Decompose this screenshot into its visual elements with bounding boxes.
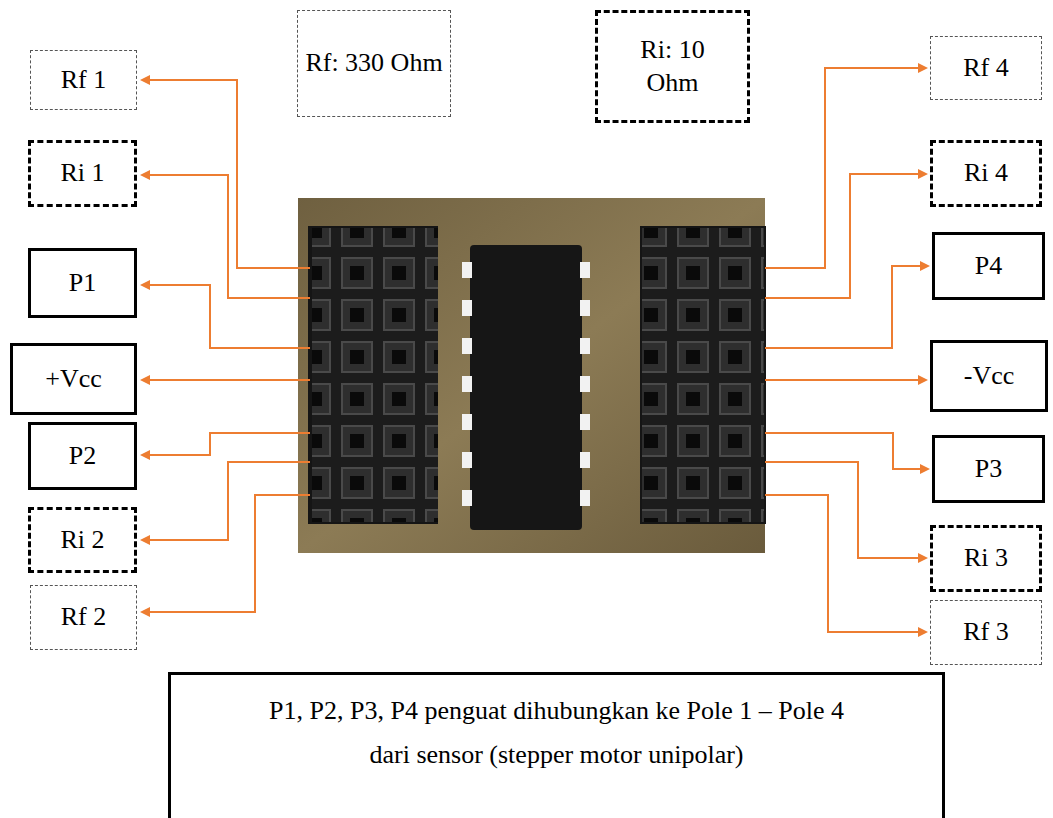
label-text: P2	[69, 440, 96, 473]
label-text: P4	[975, 250, 1002, 283]
label-text: Ri 2	[60, 524, 104, 557]
label-text: -Vcc	[964, 360, 1015, 393]
pole-label-box: P2	[28, 422, 137, 490]
label-text: Rf: 330 Ohm	[305, 47, 442, 80]
header-socket-holes	[312, 228, 438, 522]
value-note-box: Rf: 330 Ohm	[297, 10, 451, 117]
resistor-label-box: Ri 4	[930, 140, 1042, 207]
label-text: Ri 4	[964, 157, 1008, 190]
value-note-box: Ri: 10 Ohm	[595, 10, 750, 123]
header-socket-holes	[642, 228, 764, 522]
label-text: Rf 1	[61, 64, 107, 97]
supply-label-box: +Vcc	[10, 343, 137, 415]
label-text: Ri 3	[964, 542, 1008, 575]
resistor-label-box: Rf 1	[30, 50, 137, 110]
pcb-board	[298, 198, 765, 553]
resistor-label-box: Ri 2	[28, 507, 137, 573]
label-text: +Vcc	[45, 363, 102, 396]
supply-label-box: -Vcc	[930, 340, 1048, 412]
resistor-label-box: Rf 4	[930, 36, 1042, 100]
pole-label-box: P1	[28, 248, 137, 318]
label-text: Ri 1	[60, 157, 104, 190]
label-text: Rf 3	[963, 616, 1009, 649]
pole-label-box: P4	[932, 232, 1045, 300]
header-socket	[640, 226, 766, 524]
ic-pins	[462, 262, 590, 506]
ic-chip	[470, 245, 582, 530]
resistor-label-box: Ri 3	[930, 525, 1042, 592]
resistor-label-box: Ri 1	[28, 140, 137, 207]
leader-lines	[142, 68, 928, 632]
pole-label-box: P3	[932, 435, 1045, 503]
resistor-label-box: Rf 2	[30, 585, 137, 650]
caption-box: P1, P2, P3, P4 penguat dihubungkan ke Po…	[168, 672, 945, 818]
label-text: P1	[69, 267, 96, 300]
label-text: P1, P2, P3, P4 penguat dihubungkan ke Po…	[257, 689, 857, 777]
label-text: Ri: 10 Ohm	[613, 34, 733, 99]
resistor-label-box: Rf 3	[930, 600, 1042, 665]
header-socket	[308, 226, 438, 524]
label-text: Rf 2	[61, 601, 107, 634]
label-text: Rf 4	[963, 52, 1009, 85]
label-text: P3	[975, 453, 1002, 486]
